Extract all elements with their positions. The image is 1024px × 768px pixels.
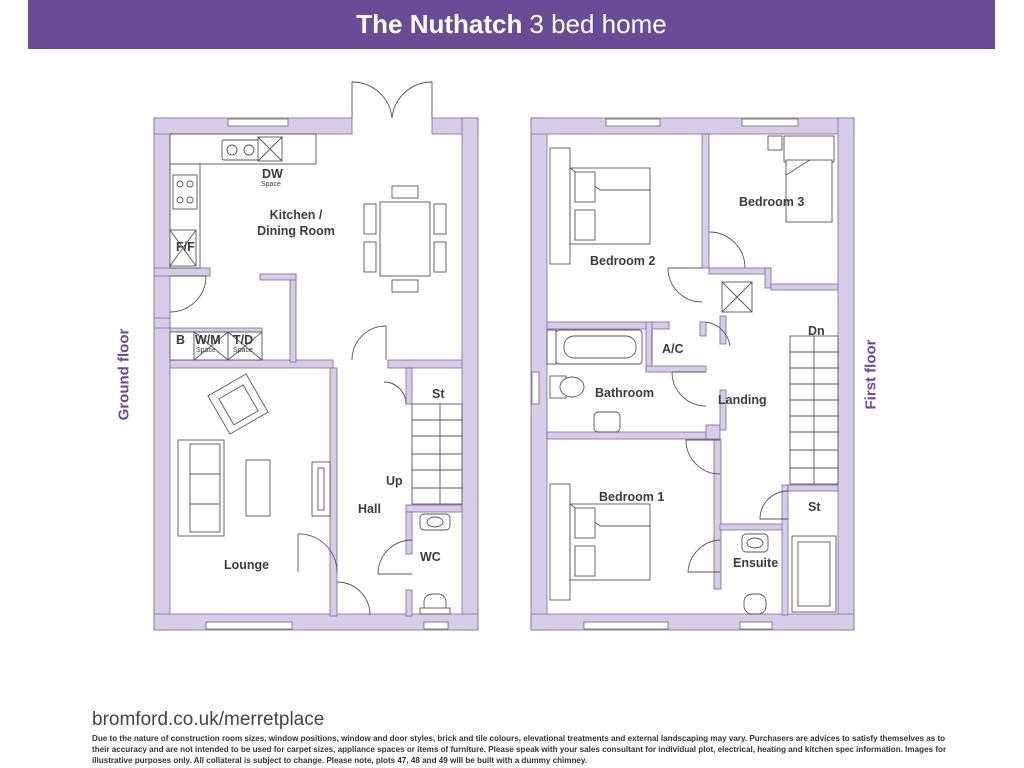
ground-st-label: St <box>432 387 445 401</box>
bedroom3-label: Bedroom 3 <box>739 195 805 209</box>
up-label: Up <box>386 474 403 488</box>
kitchen-label-line1: Kitchen / <box>269 208 323 222</box>
dw-label: DW <box>262 167 283 181</box>
bathroom-label: Bathroom <box>595 386 655 400</box>
ground-floor-label: Ground floor <box>115 328 133 421</box>
ac-label: A/C <box>662 342 684 356</box>
ff-label: F/F <box>176 240 195 254</box>
first-st-label: St <box>808 500 821 514</box>
first-floor-label: First floor <box>862 339 880 410</box>
kitchen-label-line2: Dining Room <box>257 224 335 238</box>
td-sub-label: Space <box>233 347 253 354</box>
ensuite-label: Ensuite <box>733 556 779 570</box>
ground-floor-walls <box>153 117 479 631</box>
title-rest: 3 bed home <box>529 9 667 39</box>
bedroom1-label: Bedroom 1 <box>599 490 665 504</box>
dn-label: Dn <box>808 324 825 338</box>
wm-label: W/M <box>195 333 221 347</box>
landing-label: Landing <box>718 393 767 407</box>
wc-label: WC <box>420 550 441 564</box>
lounge-label: Lounge <box>224 558 270 572</box>
dw-sub-label: Space <box>261 181 281 188</box>
bedroom2-label: Bedroom 2 <box>590 254 656 268</box>
b-label: B <box>176 333 186 347</box>
td-label: T/D <box>233 333 254 347</box>
title-bold: The Nuthatch <box>356 9 523 39</box>
footer-url: bromford.co.uk/merretplace <box>92 709 325 730</box>
footer-disclaimer: Due to the nature of construction room s… <box>92 734 947 766</box>
wm-sub-label: Space <box>196 347 216 354</box>
hall-label: Hall <box>358 502 381 516</box>
title-banner: The Nuthatch 3 bed home <box>28 0 995 49</box>
